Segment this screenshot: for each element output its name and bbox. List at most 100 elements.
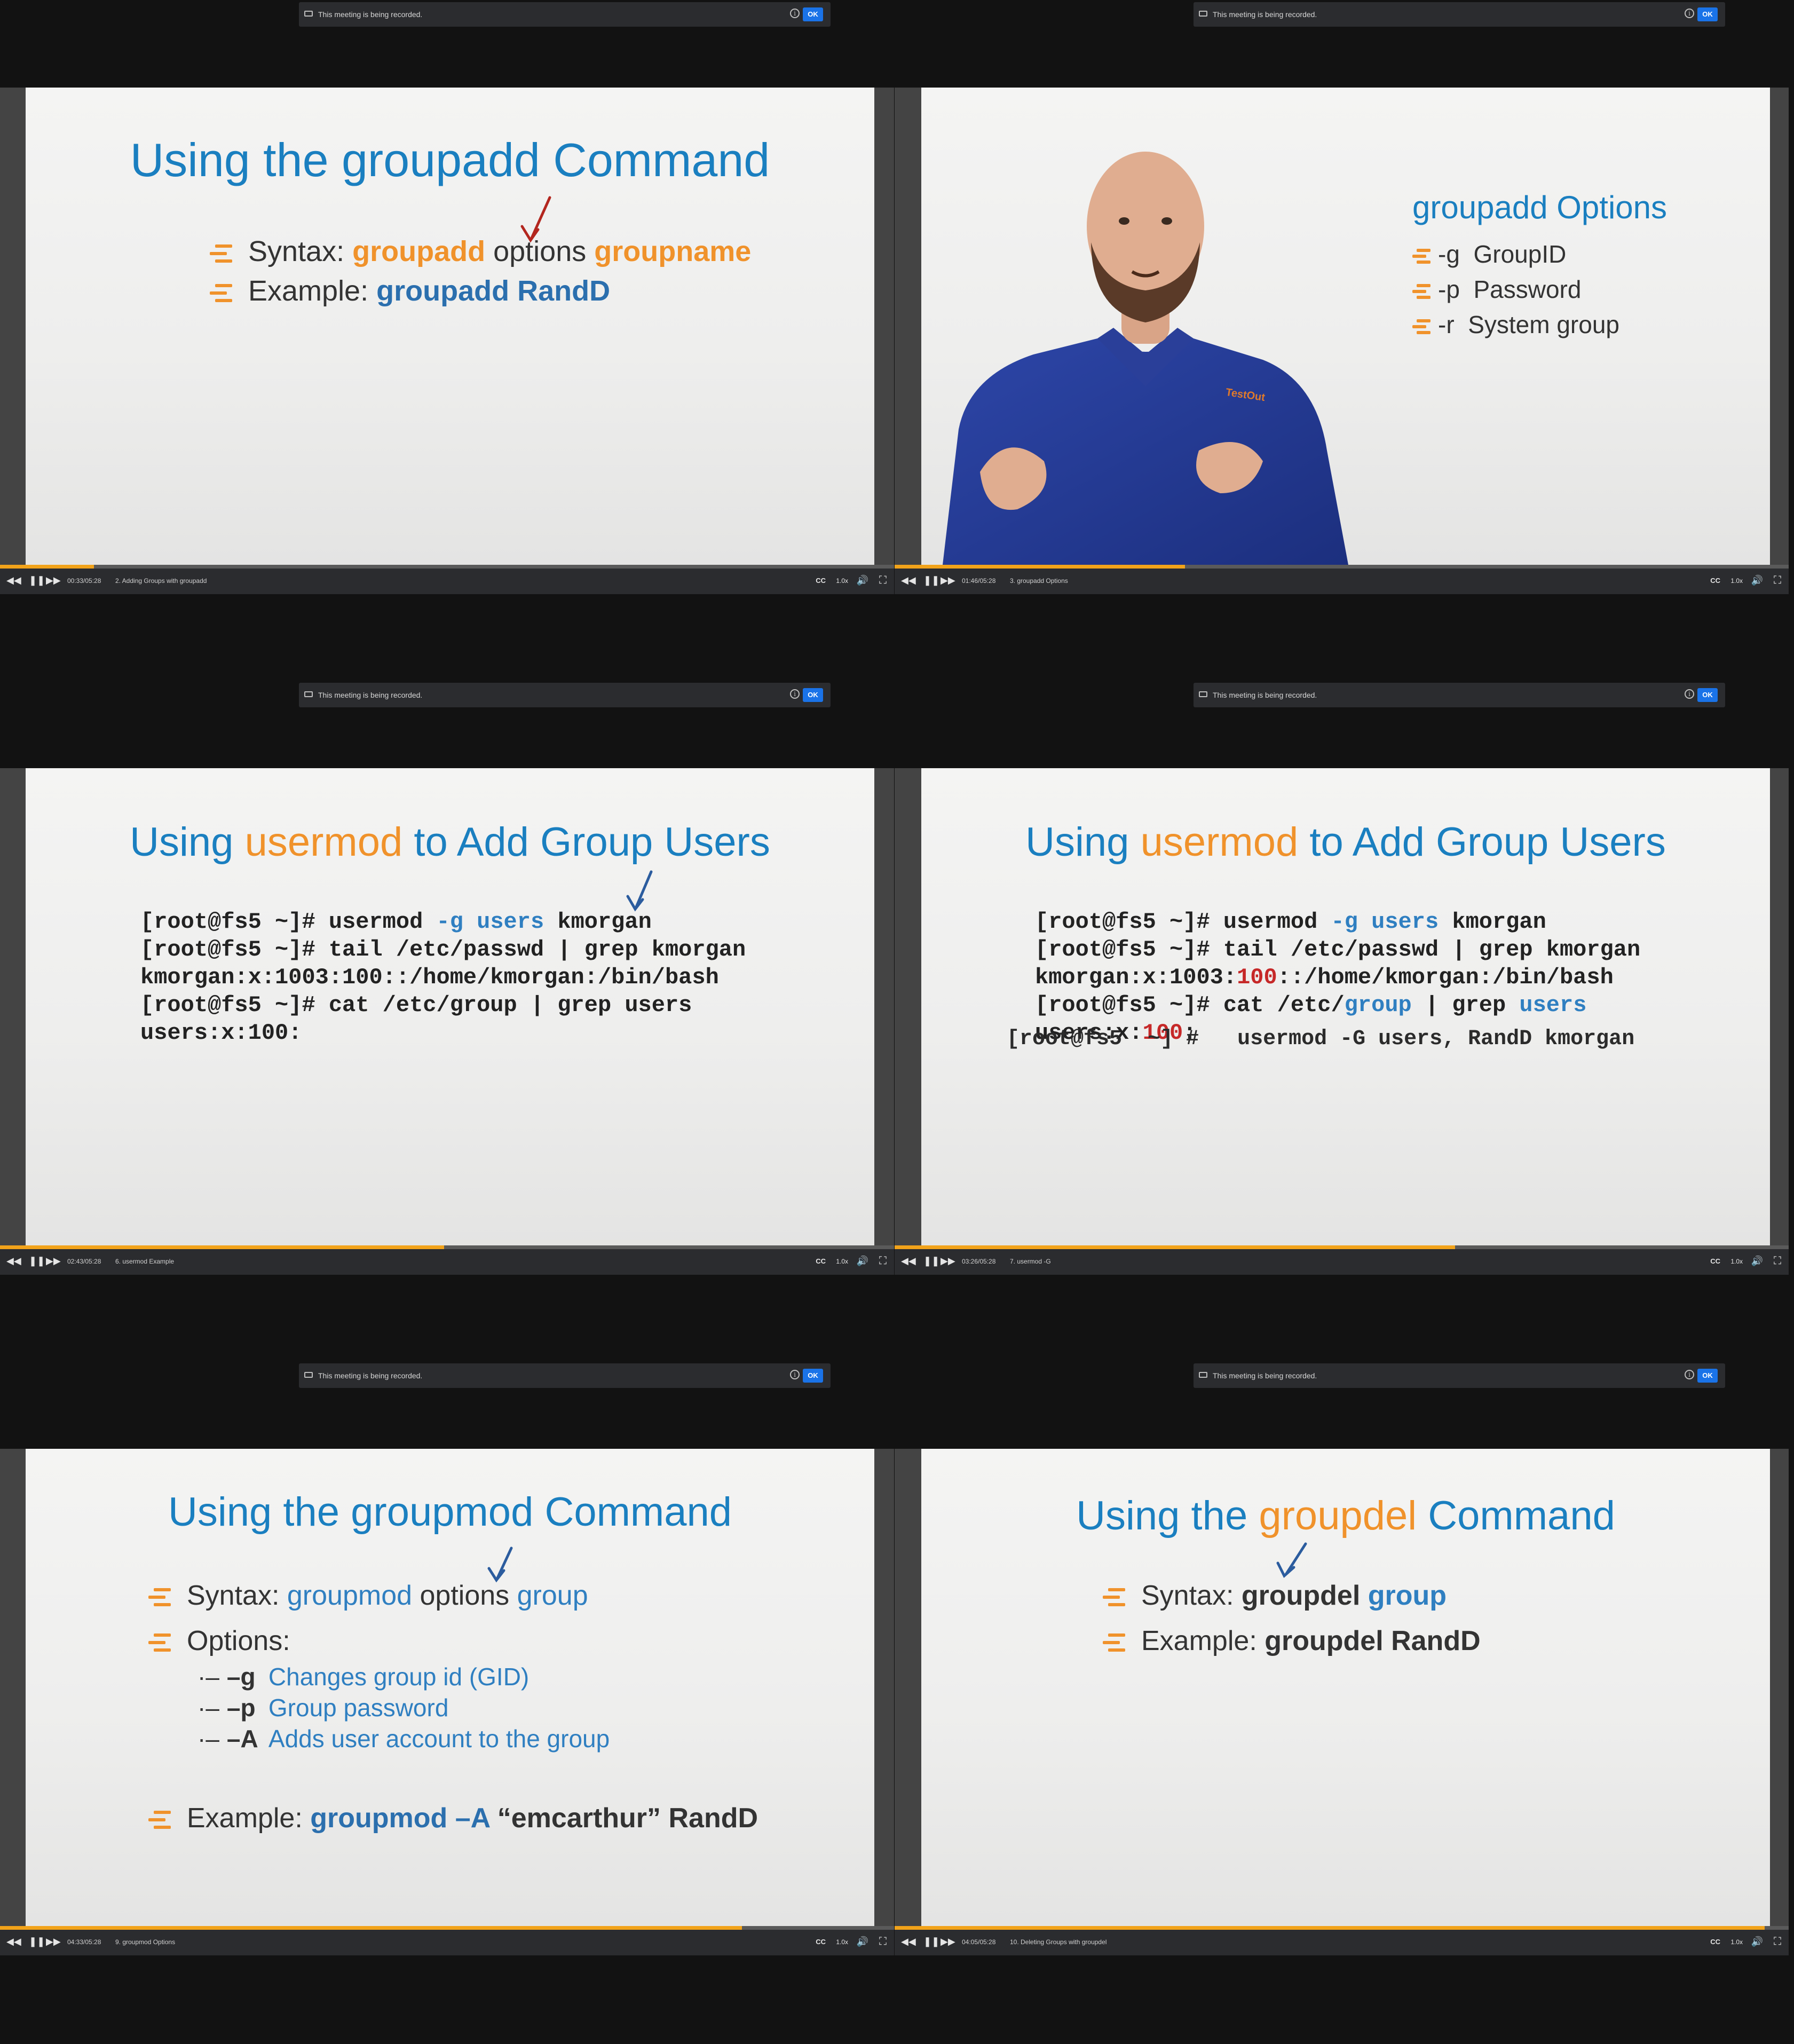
ok-button[interactable]: OK — [1697, 1369, 1718, 1383]
cc-button[interactable]: CC — [816, 1938, 826, 1946]
speed-button[interactable]: 1.0x — [836, 1258, 848, 1265]
pause-icon[interactable]: ❚❚ — [923, 575, 940, 586]
rewind-icon[interactable]: ◀◀ — [6, 1936, 21, 1947]
time-display: 00:33/05:28 — [67, 577, 101, 585]
slide-title: Using the groupadd Command — [130, 133, 770, 186]
annotation-arrow — [1276, 1542, 1307, 1579]
slide-title: groupadd Options — [1412, 190, 1667, 225]
video-area[interactable]: Using the groupdel Command Syntax: group… — [895, 1449, 1789, 1926]
ok-button[interactable]: OK — [803, 7, 823, 21]
speed-button[interactable]: 1.0x — [1730, 577, 1743, 585]
ok-button[interactable]: OK — [1697, 7, 1718, 21]
info-icon[interactable]: i — [790, 9, 800, 18]
recording-notice: This meeting is being recorded. i OK — [299, 683, 831, 707]
info-icon[interactable]: i — [790, 689, 800, 699]
fullscreen-icon[interactable]: ⛶ — [1774, 1936, 1781, 1947]
presenter-image — [943, 152, 1348, 565]
bullet-icon — [1412, 248, 1431, 264]
cc-button[interactable]: CC — [816, 577, 826, 585]
syntax-row: Syntax: groupmod options group — [148, 1580, 588, 1612]
pause-icon[interactable]: ❚❚ — [29, 1256, 45, 1266]
rewind-icon[interactable]: ◀◀ — [901, 575, 916, 586]
time-display: 02:43/05:28 — [67, 1258, 101, 1265]
info-icon[interactable]: i — [1685, 1370, 1694, 1379]
chapter-title: 9. groupmod Options — [115, 1938, 176, 1946]
forward-icon[interactable]: ▶▶ — [46, 1256, 61, 1266]
chapter-title: 7. usermod -G — [1010, 1258, 1051, 1265]
chapter-title: 3. groupadd Options — [1010, 577, 1068, 585]
speed-button[interactable]: 1.0x — [1730, 1258, 1743, 1265]
rewind-icon[interactable]: ◀◀ — [6, 575, 21, 586]
video-area[interactable]: Using usermod to Add Group Users [root@f… — [0, 768, 894, 1245]
info-icon[interactable]: i — [1685, 689, 1694, 699]
fullscreen-icon[interactable]: ⛶ — [879, 1936, 887, 1947]
recording-notice: This meeting is being recorded. i OK — [299, 2, 831, 27]
rewind-icon[interactable]: ◀◀ — [6, 1256, 21, 1266]
volume-icon[interactable]: 🔊 — [856, 1936, 868, 1947]
options-row: Options: — [148, 1625, 290, 1657]
info-icon[interactable]: i — [1685, 9, 1694, 18]
ok-button[interactable]: OK — [1697, 688, 1718, 702]
pause-icon[interactable]: ❚❚ — [29, 575, 45, 586]
control-bar: ◀◀ ❚❚ ▶▶ 01:46/05:28 3. groupadd Options… — [895, 569, 1789, 594]
recording-icon — [304, 11, 313, 17]
time-display: 04:05/05:28 — [962, 1938, 996, 1946]
pause-icon[interactable]: ❚❚ — [29, 1936, 45, 1947]
forward-icon[interactable]: ▶▶ — [941, 1936, 955, 1947]
syntax-row: Syntax: groupdel group — [1103, 1580, 1447, 1612]
ok-button[interactable]: OK — [803, 688, 823, 702]
slide-title: Using usermod to Add Group Users — [130, 819, 770, 865]
cc-button[interactable]: CC — [1710, 1938, 1720, 1946]
video-area[interactable]: Using the groupmod Command Syntax: group… — [0, 1449, 894, 1926]
handwritten-command: [root@fs5 ~] # usermod -G users, RandD k… — [1007, 1027, 1635, 1051]
control-bar: ◀◀ ❚❚ ▶▶ 00:33/05:28 2. Adding Groups wi… — [0, 569, 894, 594]
volume-icon[interactable]: 🔊 — [1751, 1256, 1763, 1266]
forward-icon[interactable]: ▶▶ — [941, 1256, 955, 1266]
video-area[interactable]: TestOut groupadd Options -g GroupID-p Pa… — [895, 88, 1789, 565]
progress-bar[interactable] — [895, 1245, 1789, 1249]
speed-button[interactable]: 1.0x — [836, 1938, 848, 1946]
fullscreen-icon[interactable]: ⛶ — [1774, 574, 1781, 586]
cc-button[interactable]: CC — [1710, 1257, 1720, 1265]
fullscreen-icon[interactable]: ⛶ — [879, 574, 887, 586]
progress-bar[interactable] — [0, 1926, 894, 1930]
slide: Using the groupadd Command Syntax: group… — [26, 88, 874, 565]
rewind-icon[interactable]: ◀◀ — [901, 1936, 916, 1947]
volume-icon[interactable]: 🔊 — [856, 575, 868, 586]
speed-button[interactable]: 1.0x — [1730, 1938, 1743, 1946]
code-line: [root@fs5 ~]# tail /etc/passwd | grep km… — [140, 937, 746, 962]
pause-icon[interactable]: ❚❚ — [923, 1936, 940, 1947]
code-line: kmorgan:x:1003:100::/home/kmorgan:/bin/b… — [140, 965, 719, 990]
slide: Using usermod to Add Group Users [root@f… — [921, 768, 1770, 1245]
recording-notice: This meeting is being recorded. i OK — [299, 1363, 831, 1388]
speed-button[interactable]: 1.0x — [836, 577, 848, 585]
recording-notice: This meeting is being recorded. i OK — [1194, 683, 1725, 707]
cc-button[interactable]: CC — [816, 1257, 826, 1265]
progress-bar[interactable] — [0, 565, 894, 569]
terminal-output: [root@fs5 ~]# usermod -g users kmorgan [… — [140, 908, 746, 1047]
code-line: users:x:100: — [1035, 1020, 1197, 1046]
volume-icon[interactable]: 🔊 — [856, 1256, 868, 1266]
syntax-row: Syntax: groupadd options groupname — [210, 235, 751, 268]
volume-icon[interactable]: 🔊 — [1751, 575, 1763, 586]
forward-icon[interactable]: ▶▶ — [46, 575, 61, 586]
control-bar: ◀◀ ❚❚ ▶▶ 04:33/05:28 9. groupmod Options… — [0, 1930, 894, 1955]
forward-icon[interactable]: ▶▶ — [46, 1936, 61, 1947]
progress-bar[interactable] — [0, 1245, 894, 1249]
pause-icon[interactable]: ❚❚ — [923, 1256, 940, 1266]
cc-button[interactable]: CC — [1710, 577, 1720, 585]
video-area[interactable]: Using usermod to Add Group Users [root@f… — [895, 768, 1789, 1245]
fullscreen-icon[interactable]: ⛶ — [1774, 1255, 1781, 1267]
fullscreen-icon[interactable]: ⛶ — [879, 1255, 887, 1267]
progress-bar[interactable] — [895, 565, 1789, 569]
ok-button[interactable]: OK — [803, 1369, 823, 1383]
forward-icon[interactable]: ▶▶ — [941, 575, 955, 586]
rewind-icon[interactable]: ◀◀ — [901, 1256, 916, 1266]
video-area[interactable]: Using the groupadd Command Syntax: group… — [0, 88, 894, 565]
progress-bar[interactable] — [895, 1926, 1789, 1930]
info-icon[interactable]: i — [790, 1370, 800, 1379]
time-display: 01:46/05:28 — [962, 577, 996, 585]
volume-icon[interactable]: 🔊 — [1751, 1936, 1763, 1947]
